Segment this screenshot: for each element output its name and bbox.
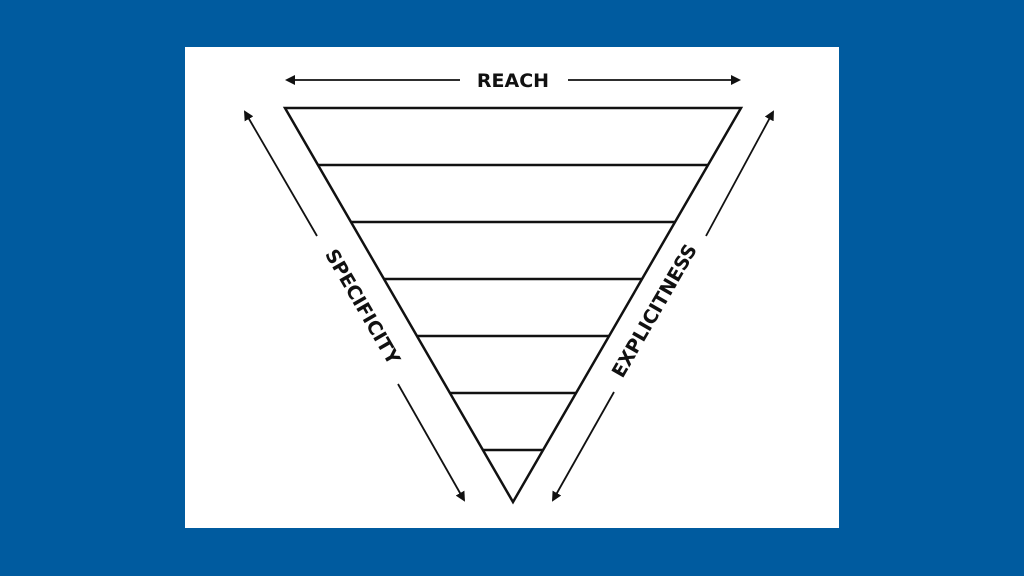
funnel-triangle	[282, 106, 744, 505]
explicitness-arrow-down	[552, 391, 615, 502]
reach-label: REACH	[477, 70, 549, 92]
specificity-label: SPECIFICITY	[320, 245, 404, 368]
specificity-arrow-up	[243, 110, 318, 237]
explicitness-arrow-up	[705, 110, 774, 237]
funnel-layers	[317, 163, 709, 452]
specificity-arrow-down	[397, 383, 465, 502]
explicitness-label: EXPLICITNESS	[608, 241, 702, 382]
